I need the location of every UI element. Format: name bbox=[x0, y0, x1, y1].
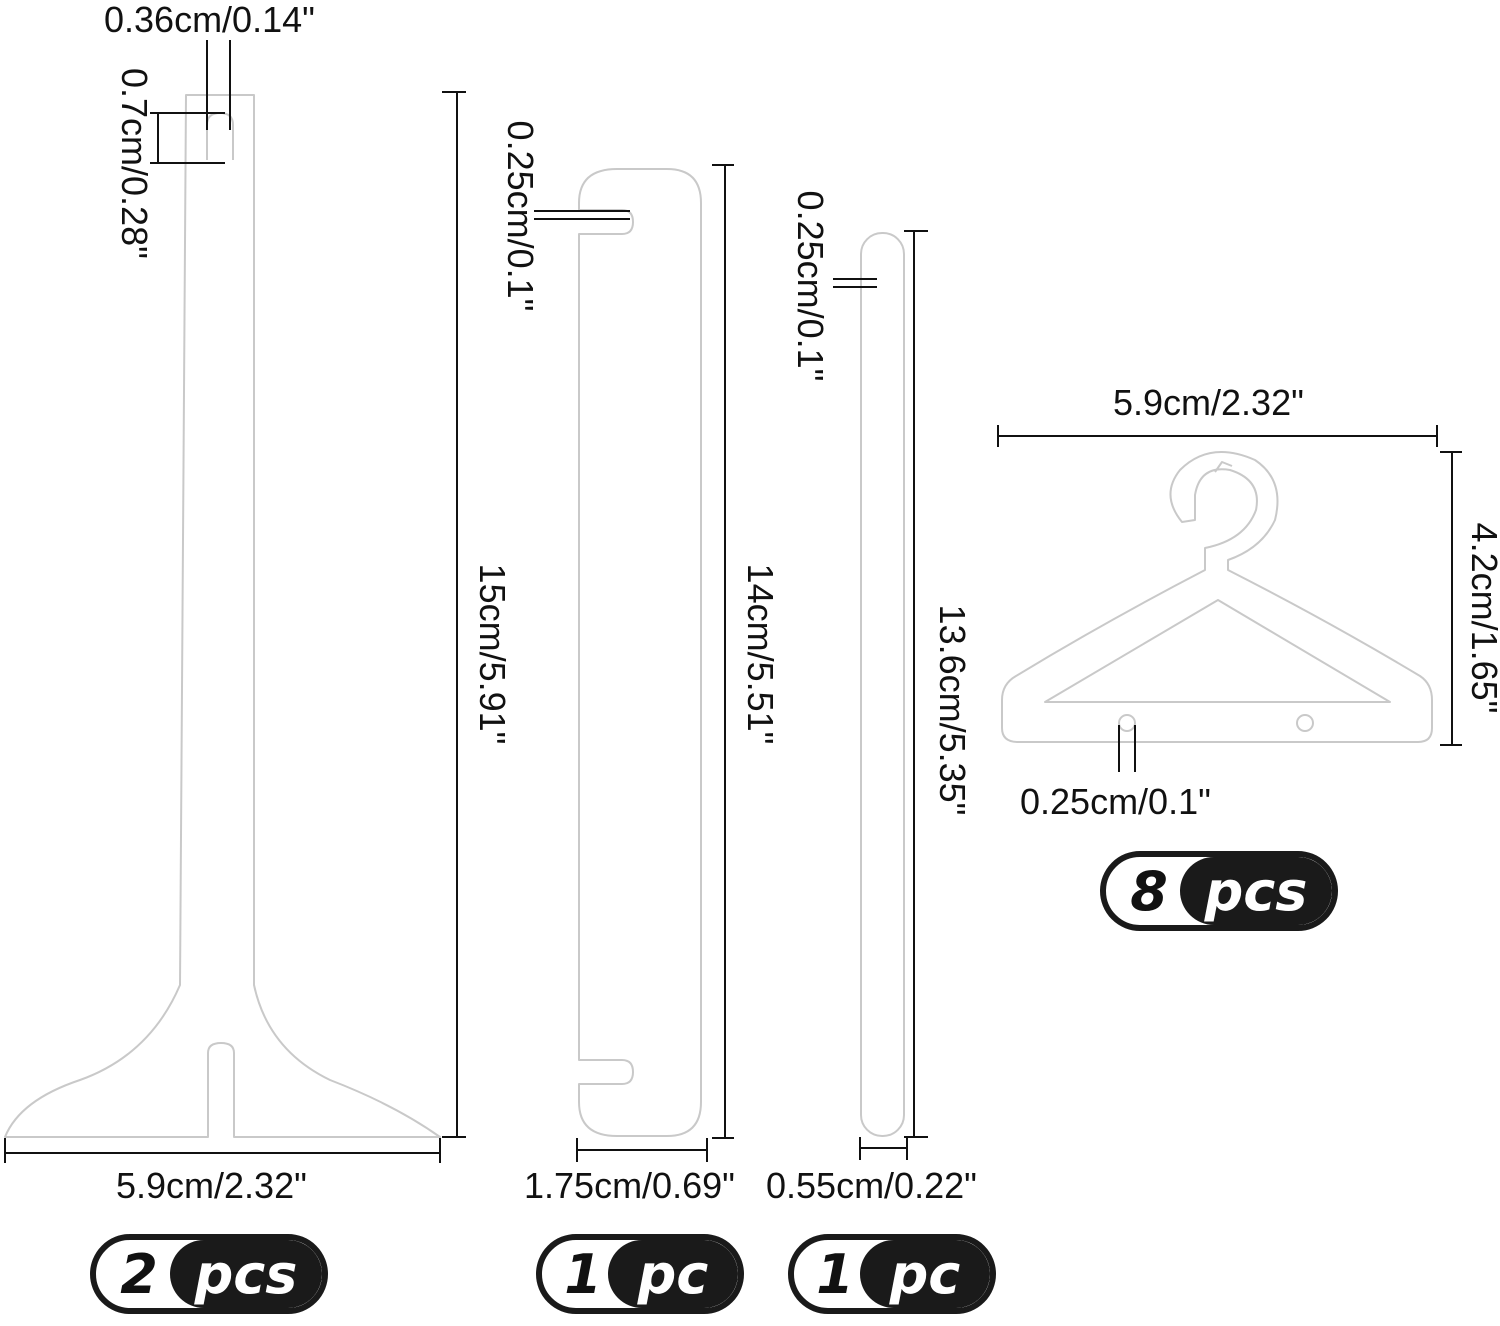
narrow-bar-width-dimension bbox=[859, 1137, 908, 1160]
stand-hook-width-dimension bbox=[206, 40, 231, 130]
stand-height-label: 15cm/5.91" bbox=[472, 563, 513, 745]
wide-bar-length-label: 14cm/5.51" bbox=[740, 563, 781, 745]
hanger-quantity-badge: 8 pcs bbox=[1100, 851, 1338, 931]
wide-bar-slot-dimension bbox=[534, 210, 630, 220]
hanger-quantity-unit: pcs bbox=[1180, 857, 1332, 925]
hanger-quantity-number: 8 bbox=[1130, 859, 1168, 923]
stand-hook-width-label: 0.36cm/0.14" bbox=[104, 0, 315, 40]
hanger-width-dimension bbox=[997, 425, 1438, 447]
narrow-bar-notch-dimension bbox=[833, 278, 877, 288]
stand-hook-height-dimension bbox=[150, 112, 225, 164]
hanger-hole-label: 0.25cm/0.1" bbox=[1020, 781, 1211, 822]
hanger-height-dimension bbox=[1440, 451, 1462, 746]
stand-quantity-unit: pcs bbox=[170, 1240, 322, 1308]
wide-bar-width-label: 1.75cm/0.69" bbox=[524, 1165, 735, 1206]
stand-height-dimension bbox=[442, 91, 466, 1138]
hanger-width-label: 5.9cm/2.32" bbox=[1113, 382, 1304, 423]
wide-bar-quantity-badge: 1 pc bbox=[536, 1234, 744, 1314]
narrow-bar-quantity-badge: 1 pc bbox=[788, 1234, 996, 1314]
narrow-bar-length-dimension bbox=[904, 230, 928, 1138]
hanger-hole-dimension bbox=[1118, 725, 1136, 772]
narrow-bar-length-label: 13.6cm/5.35" bbox=[932, 604, 973, 816]
wide-bar-quantity-unit: pc bbox=[608, 1240, 738, 1308]
narrow-bar-width-label: 0.55cm/0.22" bbox=[766, 1165, 977, 1206]
wide-bar-length-dimension bbox=[712, 164, 734, 1139]
wide-bar-outline bbox=[578, 168, 702, 1137]
hanger-outline bbox=[1001, 451, 1433, 743]
narrow-bar-quantity-number: 1 bbox=[816, 1242, 854, 1306]
stand-quantity-badge: 2 pcs bbox=[90, 1234, 328, 1314]
hanger-height-label: 4.2cm/1.65" bbox=[1464, 522, 1500, 714]
narrow-bar-outline bbox=[860, 232, 905, 1137]
wide-bar-slot-label: 0.25cm/0.1" bbox=[500, 120, 541, 312]
stand-base-width-label: 5.9cm/2.32" bbox=[116, 1165, 307, 1206]
wide-bar-quantity-number: 1 bbox=[564, 1242, 602, 1306]
narrow-bar-quantity-unit: pc bbox=[860, 1240, 990, 1308]
narrow-bar-notch-label: 0.25cm/0.1" bbox=[790, 190, 831, 382]
stand-quantity-number: 2 bbox=[120, 1242, 158, 1306]
stand-base-width-dimension bbox=[4, 1138, 441, 1163]
stand-hook-height-label: 0.7cm/0.28" bbox=[114, 68, 155, 259]
stand-outline bbox=[4, 94, 441, 1138]
wide-bar-width-dimension bbox=[576, 1138, 708, 1162]
